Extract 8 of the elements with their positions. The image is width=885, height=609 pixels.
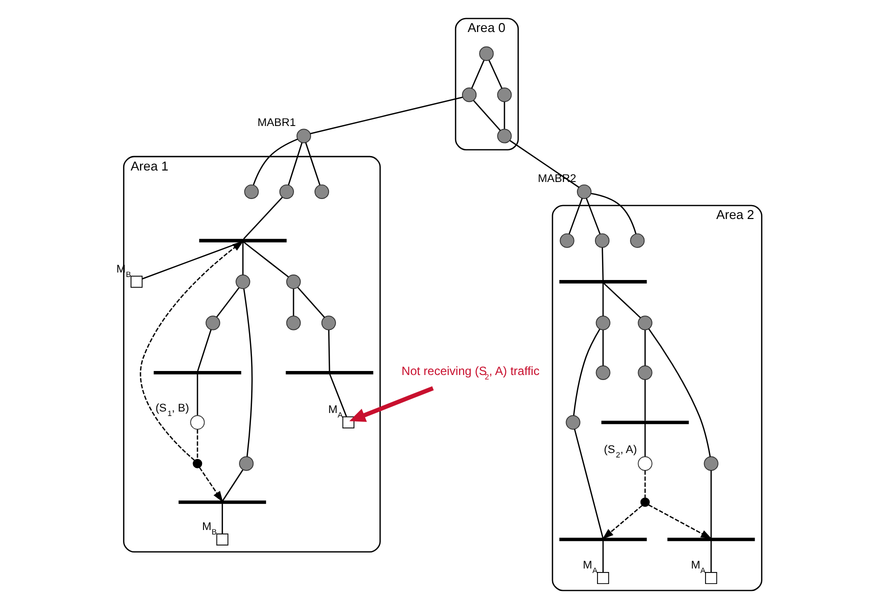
node-label: (S$_{2}$, A): [604, 444, 637, 460]
node-label: MABR1: [257, 117, 296, 130]
node-label: M$_{A}$: [582, 560, 598, 576]
node-label: M$_{A}$: [328, 404, 343, 420]
node-label: M$_{A}$: [690, 560, 706, 576]
node-text: Not receiving (S$_{2}$, A) traffic: [402, 364, 540, 382]
node-label: (S$_{1}$, B): [155, 402, 190, 418]
node-label: M$_{B}$: [202, 520, 217, 536]
